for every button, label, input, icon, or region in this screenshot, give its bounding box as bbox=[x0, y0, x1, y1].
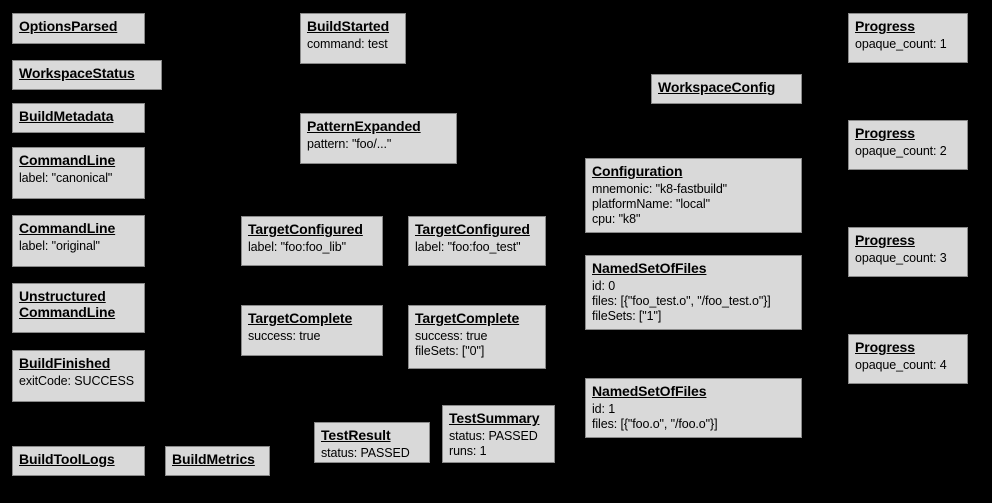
event-node-title: CommandLine bbox=[19, 152, 116, 168]
event-node-fields: exitCode: SUCCESS bbox=[19, 374, 135, 388]
event-node-named-set-of-files-0[interactable]: NamedSetOfFiles id: 0 files: [{"foo_test.… bbox=[585, 255, 802, 330]
event-node-title: WorkspaceConfig bbox=[658, 79, 776, 95]
event-node-fields: status: PASSED bbox=[321, 446, 410, 460]
event-node-target-complete-foo-lib[interactable]: TargetComplete success: true bbox=[241, 305, 383, 356]
event-node-title: Progress bbox=[855, 339, 915, 355]
event-node-test-result[interactable]: TestResult status: PASSED bbox=[314, 422, 430, 463]
event-node-test-summary[interactable]: TestSummary status: PASSED runs: 1 bbox=[442, 405, 555, 463]
event-node-progress-1[interactable]: Progress opaque_count: 1 bbox=[848, 13, 968, 63]
event-node-title: BuildStarted bbox=[307, 18, 390, 34]
event-node-command-line-canonical[interactable]: CommandLine label: "canonical" bbox=[12, 147, 145, 199]
event-node-command-line-original[interactable]: CommandLine label: "original" bbox=[12, 215, 145, 267]
event-node-build-finished[interactable]: BuildFinished exitCode: SUCCESS bbox=[12, 350, 145, 402]
event-node-title: Unstructured CommandLine bbox=[19, 288, 116, 320]
event-node-named-set-of-files-1[interactable]: NamedSetOfFiles id: 1 files: [{"foo.o", "… bbox=[585, 378, 802, 438]
event-node-title: Progress bbox=[855, 125, 915, 141]
event-node-title: BuildToolLogs bbox=[19, 451, 115, 467]
event-node-pattern-expanded[interactable]: PatternExpanded pattern: "foo/..." bbox=[300, 113, 457, 164]
event-node-fields: success: true bbox=[248, 329, 321, 343]
event-node-title: TargetConfigured bbox=[415, 221, 530, 237]
event-node-title: TestSummary bbox=[449, 410, 540, 426]
event-node-title: TestResult bbox=[321, 427, 391, 443]
event-node-fields: command: test bbox=[307, 37, 388, 51]
event-node-progress-2[interactable]: Progress opaque_count: 2 bbox=[848, 120, 968, 170]
event-node-fields: status: PASSED runs: 1 bbox=[449, 429, 538, 458]
event-node-workspace-status[interactable]: WorkspaceStatus bbox=[12, 60, 162, 90]
event-node-title: NamedSetOfFiles bbox=[592, 383, 707, 399]
event-node-fields: label: "foo:foo_lib" bbox=[248, 240, 346, 254]
event-node-options-parsed[interactable]: OptionsParsed bbox=[12, 13, 145, 44]
event-node-build-started[interactable]: BuildStarted command: test bbox=[300, 13, 406, 64]
event-node-configuration[interactable]: Configuration mnemonic: "k8-fastbuild" pl… bbox=[585, 158, 802, 233]
event-node-title: Progress bbox=[855, 18, 915, 34]
event-node-title: BuildMetrics bbox=[172, 451, 255, 467]
event-node-fields: label: "original" bbox=[19, 239, 100, 253]
event-node-title: Configuration bbox=[592, 163, 683, 179]
event-node-unstructured-command-line[interactable]: Unstructured CommandLine bbox=[12, 283, 145, 333]
event-node-title: NamedSetOfFiles bbox=[592, 260, 707, 276]
event-node-fields: id: 0 files: [{"foo_test.o", "/foo_test.… bbox=[592, 279, 771, 323]
event-node-fields: opaque_count: 3 bbox=[855, 251, 947, 265]
event-node-title: BuildMetadata bbox=[19, 108, 114, 124]
event-node-title: PatternExpanded bbox=[307, 118, 421, 134]
event-node-fields: opaque_count: 2 bbox=[855, 144, 947, 158]
event-node-build-metadata[interactable]: BuildMetadata bbox=[12, 103, 145, 133]
event-node-progress-4[interactable]: Progress opaque_count: 4 bbox=[848, 334, 968, 384]
event-node-fields: pattern: "foo/..." bbox=[307, 137, 392, 151]
event-node-title: CommandLine bbox=[19, 220, 116, 236]
event-node-fields: success: true fileSets: ["0"] bbox=[415, 329, 488, 358]
event-node-title: TargetConfigured bbox=[248, 221, 363, 237]
event-node-build-tool-logs[interactable]: BuildToolLogs bbox=[12, 446, 145, 476]
event-node-title: WorkspaceStatus bbox=[19, 65, 135, 81]
event-node-build-metrics[interactable]: BuildMetrics bbox=[165, 446, 270, 476]
event-node-fields: opaque_count: 4 bbox=[855, 358, 947, 372]
event-node-fields: id: 1 files: [{"foo.o", "/foo.o"}] bbox=[592, 402, 718, 431]
event-node-title: TargetComplete bbox=[248, 310, 353, 326]
event-node-title: OptionsParsed bbox=[19, 18, 118, 34]
event-node-fields: mnemonic: "k8-fastbuild" platformName: "… bbox=[592, 182, 728, 226]
event-node-target-complete-foo-test[interactable]: TargetComplete success: true fileSets: ["… bbox=[408, 305, 546, 369]
event-node-fields: label: "canonical" bbox=[19, 171, 113, 185]
event-node-target-configured-foo-lib[interactable]: TargetConfigured label: "foo:foo_lib" bbox=[241, 216, 383, 266]
event-node-title: BuildFinished bbox=[19, 355, 111, 371]
event-node-fields: opaque_count: 1 bbox=[855, 37, 947, 51]
event-node-progress-3[interactable]: Progress opaque_count: 3 bbox=[848, 227, 968, 277]
event-node-fields: label: "foo:foo_test" bbox=[415, 240, 521, 254]
event-node-title: TargetComplete bbox=[415, 310, 520, 326]
event-node-target-configured-foo-test[interactable]: TargetConfigured label: "foo:foo_test" bbox=[408, 216, 546, 266]
event-node-title: Progress bbox=[855, 232, 915, 248]
event-node-workspace-config[interactable]: WorkspaceConfig bbox=[651, 74, 802, 104]
